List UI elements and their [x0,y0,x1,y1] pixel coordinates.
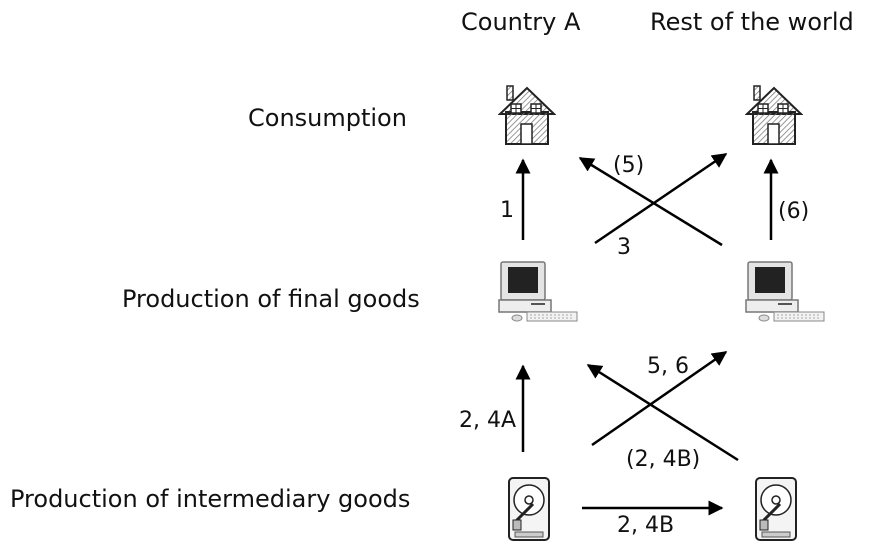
flow-label-a-final-to-row-consumption: 3 [617,235,631,260]
column-heading-country-a: Country A [461,8,581,36]
flow-label-a-intermediary-to-row-intermediary: 2, 4B [617,513,675,538]
flow-label-row-intermediary-to-a-final: (2, 4B) [626,447,701,472]
flow-label-a-final-to-consumption: 1 [500,198,514,223]
hard-drive-icon [755,477,797,541]
row-label-consumption: Consumption [248,104,407,132]
hard-drive-icon [508,477,550,541]
computer-icon [498,261,578,322]
house-icon [498,85,556,145]
column-heading-rest-of-world: Rest of the world [650,8,854,36]
computer-icon [745,261,825,322]
arrow-row-final-to-a-consumption [578,156,723,247]
arrow-row-intermediary-to-a-final [586,363,739,462]
flow-label-a-intermediary-to-row-final: 5, 6 [647,354,689,379]
arrow-a-intermediary-to-row-final [591,350,728,447]
arrow-a-final-to-row-consumption [594,152,728,245]
flow-label-row-final-to-a-consumption: (5) [613,153,645,178]
house-icon [745,85,803,145]
flow-label-a-intermediary-to-final: 2, 4A [459,408,517,433]
row-label-final-goods: Production of final goods [122,285,420,313]
row-label-intermediary-goods: Production of intermediary goods [10,485,411,513]
flow-label-row-final-to-consumption: (6) [778,199,810,224]
